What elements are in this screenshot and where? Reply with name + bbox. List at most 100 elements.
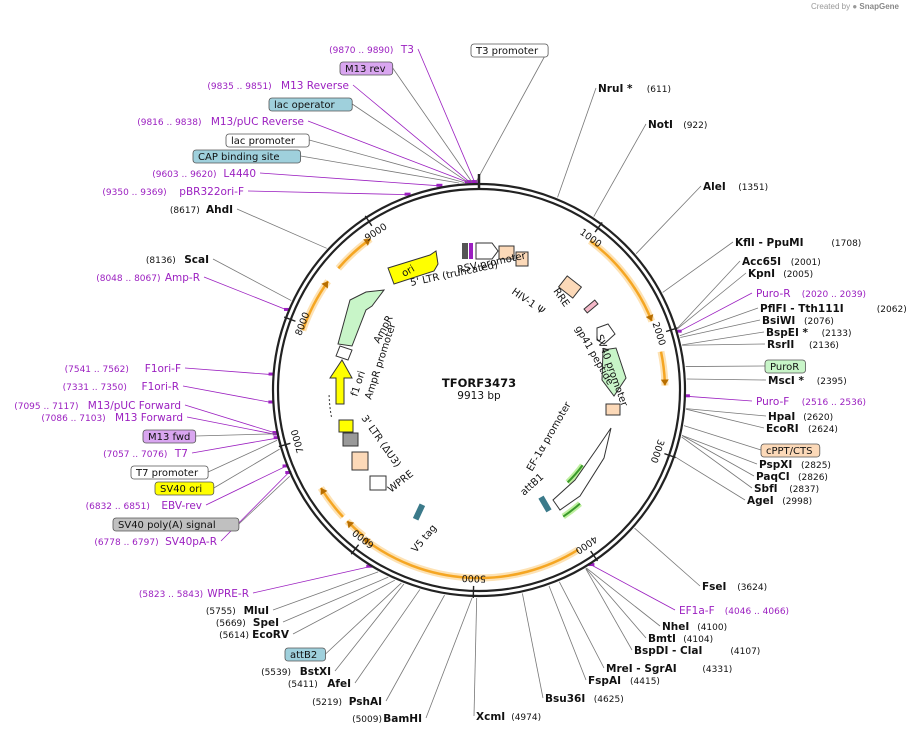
scale-tick xyxy=(364,215,373,227)
scale-tick-label: 5000 xyxy=(462,572,486,584)
enzyme-label: PshAI xyxy=(349,696,382,708)
enzyme-position: (4100) xyxy=(697,623,727,633)
primer-range: (8048 .. 8067) xyxy=(96,274,160,284)
feature-leader-line xyxy=(213,448,280,489)
primer-label: F1ori-F xyxy=(145,363,181,375)
enzyme-label: AgeI xyxy=(747,495,774,507)
feature-box xyxy=(284,647,326,662)
rsv-marker xyxy=(462,243,468,259)
orf-arrowhead xyxy=(321,281,329,289)
feature-box-label: attB2 xyxy=(290,650,317,661)
scale-tick xyxy=(590,550,599,562)
enzyme-label: NheI xyxy=(662,621,689,633)
inner-feature-label: V5 tag xyxy=(410,523,439,555)
primer-leader-line xyxy=(247,190,408,196)
enzyme-position: (2620) xyxy=(803,413,833,423)
enzyme-leader-line xyxy=(521,593,544,699)
primer-leader-line xyxy=(191,437,277,454)
enzyme-label: FseI xyxy=(702,581,726,593)
feature-leader-line xyxy=(685,365,766,367)
snapgene-logo-icon: ● xyxy=(852,2,858,11)
feature-box-label: M13 rev xyxy=(345,64,386,75)
primer-site-marker xyxy=(683,394,690,398)
enzyme-leader-line xyxy=(681,331,765,346)
enzyme-position: (4974) xyxy=(511,713,541,723)
label-leader-lines xyxy=(182,48,767,719)
credit-note: Created by ● SnapGene xyxy=(811,2,899,11)
enzyme-position: (5411) xyxy=(288,680,318,690)
orf-arrowhead xyxy=(660,379,669,386)
primer-site-marker xyxy=(404,192,411,196)
feature-leader-line xyxy=(683,425,762,451)
primer-site-marker xyxy=(282,464,289,468)
scale-tick-label: 9000 xyxy=(363,221,389,243)
enzyme-position: (2395) xyxy=(817,377,847,387)
primer-range: (7541 .. 7562) xyxy=(65,365,129,375)
primer-range: (4046 .. 4066) xyxy=(725,607,789,617)
enzyme-position: (611) xyxy=(647,85,671,95)
feature-box xyxy=(470,43,549,58)
enzyme-position: (5614) xyxy=(219,631,249,641)
enzyme-label: PspXI xyxy=(759,459,792,471)
enzyme-leader-line xyxy=(548,585,587,681)
enzyme-leader-line xyxy=(662,241,734,293)
enzyme-position: (2826) xyxy=(798,473,828,483)
enzyme-position: (5755) xyxy=(206,607,236,617)
primer-site-marker xyxy=(272,432,279,436)
enzyme-position: (2624) xyxy=(808,425,838,435)
feature-box-label: M13 fwd xyxy=(148,432,190,443)
enzyme-position: (2136) xyxy=(809,341,839,351)
enzyme-label: SpeI xyxy=(253,617,279,629)
enzyme-label: FspAI xyxy=(588,675,621,687)
primer-range: (5823 .. 5843) xyxy=(139,590,203,600)
enzyme-leader-line xyxy=(236,208,327,249)
feature-leader-line xyxy=(325,582,402,655)
feature-box xyxy=(225,133,310,148)
scale-tick-label: 4000 xyxy=(573,533,599,556)
orf-arrowhead xyxy=(363,538,371,546)
enzyme-position: (4104) xyxy=(683,635,713,645)
gp41-box xyxy=(583,299,599,314)
enzyme-leader-line xyxy=(586,567,661,627)
enzyme-label: BamHI xyxy=(383,713,422,725)
primer-site-marker xyxy=(471,180,478,184)
plasmid-length: 9913 bp xyxy=(457,390,501,402)
sv40-promoter-arrow xyxy=(596,323,616,345)
feature-leader-line xyxy=(238,475,291,525)
feature-box xyxy=(142,429,197,444)
feature-box xyxy=(760,443,821,458)
sv40ori-box xyxy=(338,419,354,433)
feature-box-label: lac operator xyxy=(274,100,335,111)
wpre-box xyxy=(369,475,387,491)
primer-range: (9603 .. 9620) xyxy=(152,170,216,180)
primer-range: (7057 .. 7076) xyxy=(103,450,167,460)
enzyme-label: KflI - PpuMI xyxy=(735,237,804,249)
enzyme-leader-line xyxy=(681,434,758,465)
feature-box-label: CAP binding site xyxy=(198,152,280,163)
ltr3-box xyxy=(351,451,369,471)
ampr-dotted-link xyxy=(328,393,332,418)
feature-box-label: T7 promoter xyxy=(135,468,199,479)
enzyme-label: BstXI xyxy=(300,666,331,678)
primer-label: pBR322ori-F xyxy=(179,186,244,198)
enzyme-position: (4107) xyxy=(730,647,760,657)
inner-feature-label: WPRE xyxy=(386,469,416,496)
scale-tick xyxy=(594,221,603,233)
enzyme-leader-line xyxy=(686,408,767,417)
sv40pa-box xyxy=(342,432,359,447)
ori-arrow xyxy=(387,250,439,285)
primer-label: M13/pUC Forward xyxy=(88,400,181,412)
enzyme-leader-line xyxy=(635,185,702,254)
feature-leader-line xyxy=(300,155,459,184)
cds-arc xyxy=(566,464,584,484)
enzyme-position: (2825) xyxy=(801,461,831,471)
primer-label: T7 xyxy=(174,448,188,460)
enzyme-leader-line xyxy=(681,435,755,477)
primer-range: (9816 .. 9838) xyxy=(137,118,201,128)
feature-box-label: cPPT/CTS xyxy=(766,446,812,457)
enzyme-position: (2998) xyxy=(782,497,812,507)
f1-ori-arrow xyxy=(329,359,353,405)
psi-box xyxy=(515,251,529,267)
primer-label: Puro-R xyxy=(756,288,791,300)
scale-tick xyxy=(350,544,360,555)
